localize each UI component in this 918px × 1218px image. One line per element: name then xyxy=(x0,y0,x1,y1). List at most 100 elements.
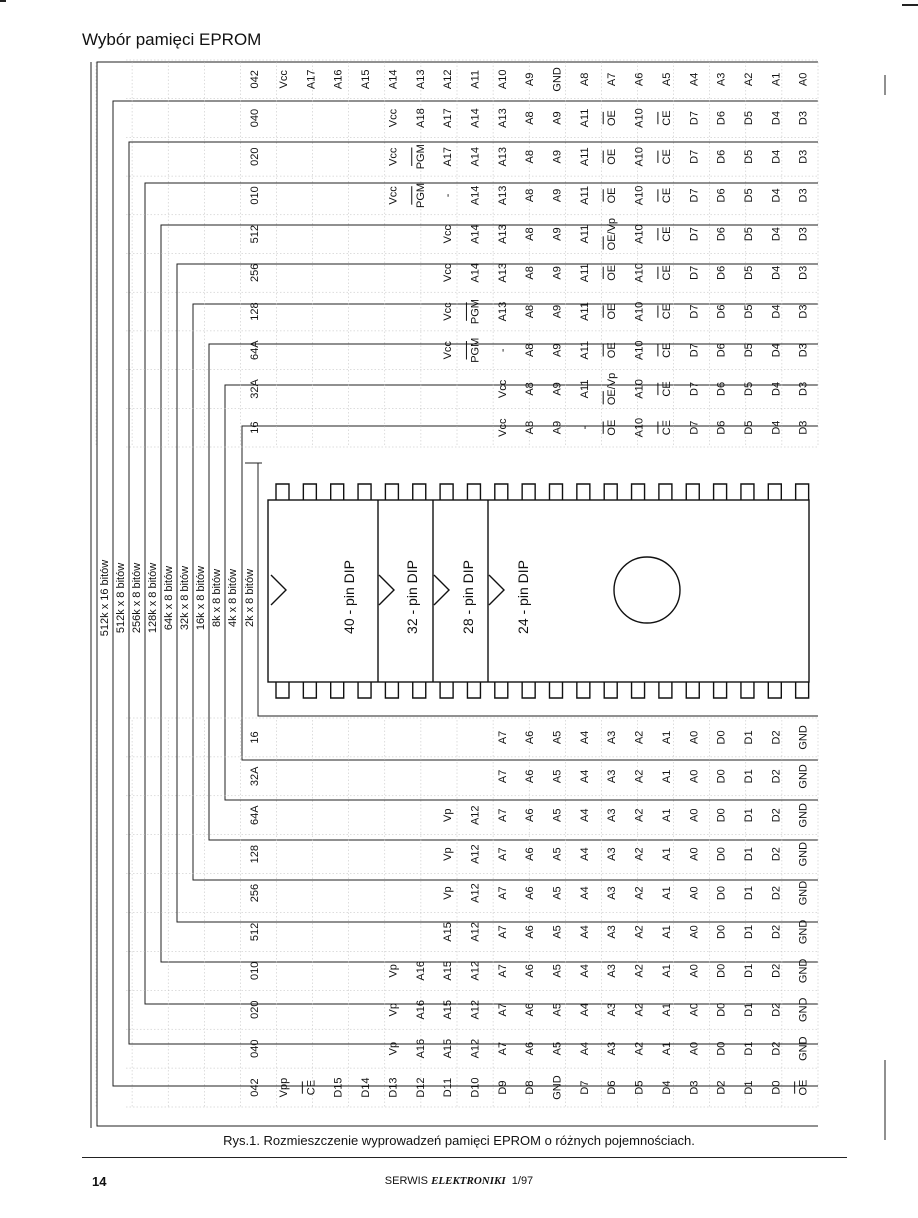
pin1-notch xyxy=(433,574,450,606)
chip-pin-top xyxy=(576,483,591,500)
pin-label: D5 xyxy=(743,111,755,125)
chip-pin-top xyxy=(548,483,564,500)
pin-label: A0 xyxy=(688,964,700,977)
pin-label: A16 xyxy=(415,961,427,981)
svg-text:D3: D3 xyxy=(798,111,810,125)
svg-text:D5: D5 xyxy=(743,305,755,319)
svg-text:A9: A9 xyxy=(552,189,564,202)
pin-label: D0 xyxy=(716,964,728,978)
svg-text:A15: A15 xyxy=(442,1039,454,1059)
pin-label: D0 xyxy=(716,847,728,861)
svg-text:D7: D7 xyxy=(688,421,700,435)
package-label: 40 - pin DIP xyxy=(341,560,357,634)
pin-label: Vp xyxy=(387,1003,399,1016)
chip-pin-top xyxy=(740,483,755,500)
pin-label: CE xyxy=(657,381,673,397)
svg-text:D1: D1 xyxy=(743,769,755,783)
svg-text:A6: A6 xyxy=(524,1003,536,1016)
svg-text:A17: A17 xyxy=(442,147,454,167)
svg-text:D3: D3 xyxy=(798,227,810,241)
chip-pin-bottom xyxy=(302,682,318,699)
svg-text:D2: D2 xyxy=(770,925,782,939)
row-label-010: 010 xyxy=(249,962,261,980)
svg-text:A12: A12 xyxy=(469,1000,481,1020)
svg-text:A15: A15 xyxy=(442,922,454,942)
svg-text:042: 042 xyxy=(249,70,261,88)
pin-label: D5 xyxy=(743,421,755,435)
dip-chip xyxy=(267,483,810,699)
pin-label: D4 xyxy=(770,421,782,435)
svg-text:A11: A11 xyxy=(579,225,591,244)
capacity-label: 8k x 8 bitów xyxy=(211,569,223,627)
svg-text:A13: A13 xyxy=(415,70,427,90)
pin-label: A5 xyxy=(552,847,564,860)
pin-label: A2 xyxy=(634,1003,646,1016)
svg-text:D1: D1 xyxy=(743,730,755,744)
pin-label: GND xyxy=(552,67,564,92)
pin-label: A1 xyxy=(661,809,673,822)
pin-label: GND xyxy=(798,881,810,906)
svg-text:A8: A8 xyxy=(579,73,591,86)
svg-text:D6: D6 xyxy=(716,382,728,396)
svg-text:A16: A16 xyxy=(415,1039,427,1059)
svg-text:D0: D0 xyxy=(716,808,728,822)
capacity-bracket xyxy=(176,263,818,923)
pin-label: D7 xyxy=(688,382,700,396)
svg-text:D4: D4 xyxy=(770,305,782,319)
svg-text:A2: A2 xyxy=(634,847,646,860)
svg-text:A7: A7 xyxy=(497,1003,509,1016)
pin-label: A14 xyxy=(469,224,481,244)
pin-label: D15 xyxy=(333,1077,345,1097)
pin-label: A4 xyxy=(579,847,591,860)
svg-text:PGM: PGM xyxy=(469,338,481,363)
pin-label: A7 xyxy=(497,1003,509,1016)
pin-label: A13 xyxy=(497,108,509,128)
pin-label: A4 xyxy=(579,964,591,977)
pin-label: PGM xyxy=(465,338,481,363)
svg-text:A2: A2 xyxy=(634,964,646,977)
svg-text:16: 16 xyxy=(249,422,261,434)
chip-pin-bottom xyxy=(494,682,509,699)
pin-label: Vcc xyxy=(442,263,454,282)
pin-label: A9 xyxy=(552,382,564,395)
svg-text:D1: D1 xyxy=(743,1042,755,1056)
pin-label: A13 xyxy=(497,186,509,206)
svg-text:A1: A1 xyxy=(661,1042,673,1055)
pin-label: A12 xyxy=(442,70,454,90)
pin-label: A12 xyxy=(469,922,481,942)
pin1-notch xyxy=(378,574,395,606)
pin-label: A10 xyxy=(634,147,646,167)
pin-label: A9 xyxy=(552,150,564,163)
pin-label: D2 xyxy=(770,847,782,861)
svg-text:4k x 8 bitów: 4k x 8 bitów xyxy=(227,569,239,627)
pin-label: PGM xyxy=(411,144,427,169)
pin-label: A10 xyxy=(634,340,646,360)
pin-label: A12 xyxy=(469,1039,481,1059)
svg-text:A4: A4 xyxy=(579,1003,591,1016)
chip-pin-top xyxy=(658,483,673,500)
svg-text:-: - xyxy=(497,348,509,352)
capacity-bracket xyxy=(224,384,818,801)
pin-label: A8 xyxy=(524,227,536,240)
chip-pin-bottom xyxy=(630,682,646,699)
capacity-bracket-lines xyxy=(90,61,886,1140)
pin-label: D3 xyxy=(688,1081,700,1095)
svg-text:D1: D1 xyxy=(743,925,755,939)
capacity-label: 512k x 8 bitów xyxy=(115,563,127,633)
pin-label: OE xyxy=(602,420,618,436)
pin-label: D6 xyxy=(716,150,728,164)
svg-text:OE: OE xyxy=(606,420,618,436)
svg-text:D3: D3 xyxy=(798,343,810,357)
pin-label: A5 xyxy=(552,809,564,822)
svg-text:GND: GND xyxy=(798,764,810,789)
svg-text:D4: D4 xyxy=(770,111,782,125)
svg-text:A4: A4 xyxy=(579,731,591,744)
svg-text:D0: D0 xyxy=(716,730,728,744)
svg-text:A14: A14 xyxy=(469,263,481,283)
chip-pin-top xyxy=(384,483,400,500)
pin-label: A6 xyxy=(524,1042,536,1055)
svg-text:Vcc: Vcc xyxy=(278,70,290,89)
pin-label: D5 xyxy=(743,382,755,396)
svg-text:A7: A7 xyxy=(497,964,509,977)
